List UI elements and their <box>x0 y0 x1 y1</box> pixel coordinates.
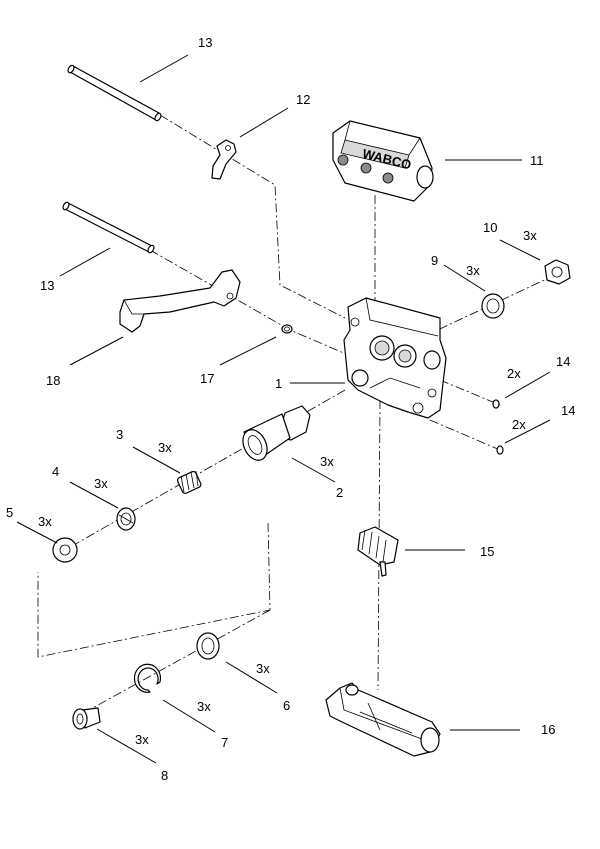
part-7-retaining-ring <box>133 663 162 693</box>
part-14-clip-lower <box>496 445 504 455</box>
part-5-washer <box>52 537 78 563</box>
part-14-clip-upper <box>492 399 500 409</box>
part-8-plug <box>72 707 101 730</box>
label-9: 9 <box>431 253 438 268</box>
qty-8: 3x <box>135 732 149 747</box>
part-13-pin-middle <box>62 201 155 254</box>
qty-10: 3x <box>523 228 537 243</box>
label-4: 4 <box>52 464 59 479</box>
part-13-pin-top <box>67 64 162 122</box>
label-3: 3 <box>116 427 123 442</box>
label-10: 10 <box>483 220 497 235</box>
label-18: 18 <box>46 373 60 388</box>
part-18-lever <box>119 269 241 333</box>
label-14-upper: 14 <box>556 354 570 369</box>
part-10-nut <box>544 259 571 285</box>
label-12: 12 <box>296 92 310 107</box>
part-15-torsion-spring <box>357 526 399 577</box>
part-6-washer <box>196 632 220 660</box>
leader-lines <box>16 54 551 764</box>
qty-14-upper: 2x <box>507 366 521 381</box>
label-11: 11 <box>530 153 544 168</box>
label-5: 5 <box>6 505 13 520</box>
part-12-pawl <box>211 139 237 180</box>
qty-3: 3x <box>158 440 172 455</box>
label-13-middle: 13 <box>40 278 54 293</box>
part-17-small-ring <box>281 324 293 334</box>
label-17: 17 <box>200 371 214 386</box>
label-13-top: 13 <box>198 35 212 50</box>
qty-6: 3x <box>256 661 270 676</box>
part-1-housing <box>343 297 447 419</box>
label-1: 1 <box>275 376 282 391</box>
part-2-piston <box>242 405 311 461</box>
qty-5: 3x <box>38 514 52 529</box>
label-6: 6 <box>283 698 290 713</box>
qty-14-lower: 2x <box>512 417 526 432</box>
part-3-spring <box>176 470 202 494</box>
qty-4: 3x <box>94 476 108 491</box>
qty-7: 3x <box>197 699 211 714</box>
part-11-cover: WABCO <box>332 120 434 202</box>
label-14-lower: 14 <box>561 403 575 418</box>
part-16-bottom-housing <box>325 682 441 757</box>
part-9-washer <box>481 293 505 319</box>
qty-9: 3x <box>466 263 480 278</box>
callout-labels: 13 12 11 10 3x 9 3x 13 18 17 1 14 2x 14 … <box>6 35 575 783</box>
label-2: 2 <box>336 485 343 500</box>
qty-2: 3x <box>320 454 334 469</box>
label-16: 16 <box>541 722 555 737</box>
label-7: 7 <box>221 735 228 750</box>
label-8: 8 <box>161 768 168 783</box>
label-15: 15 <box>480 544 494 559</box>
part-4-spring-washer <box>116 507 136 531</box>
